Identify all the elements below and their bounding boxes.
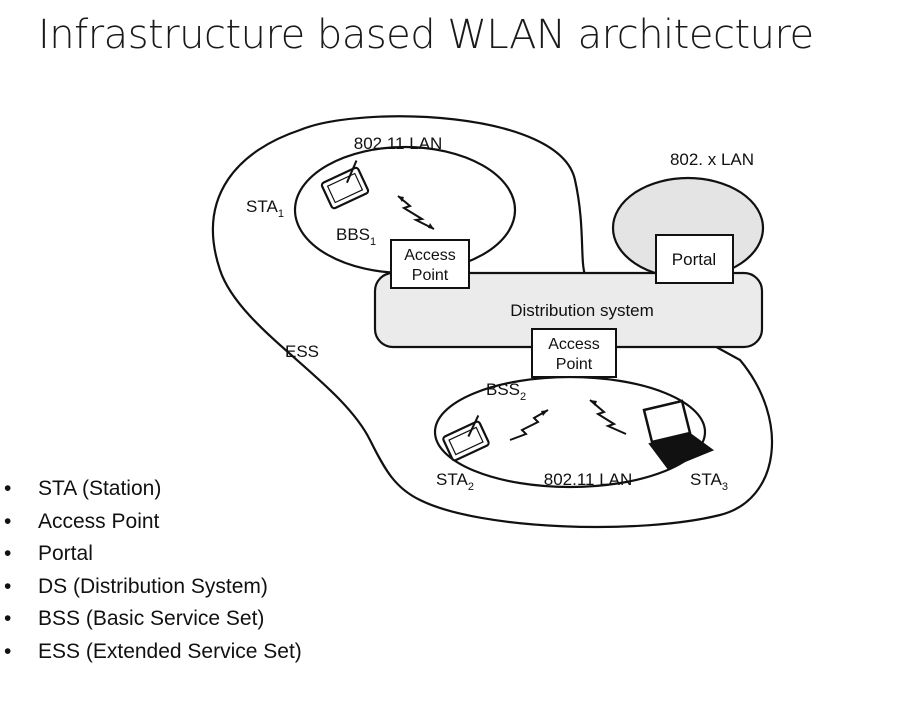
portal-box xyxy=(655,234,734,284)
list-item: ESS (Extended Service Set) xyxy=(0,636,302,669)
list-item: Access Point xyxy=(0,506,302,539)
access-point-1-label-line2: Point xyxy=(412,267,449,284)
portal-label: Portal xyxy=(672,250,716,269)
access-point-2-label-line1: Access xyxy=(548,336,600,353)
lan-top-label: 802.11 LAN xyxy=(354,134,443,153)
sta2-tablet-icon xyxy=(442,414,490,462)
wireless-signal-3-icon xyxy=(589,399,627,435)
ess-boundary xyxy=(211,115,773,529)
list-item: BSS (Basic Service Set) xyxy=(0,603,302,636)
wireless-signal-2-icon xyxy=(509,409,549,441)
access-point-1-label-line1: Access xyxy=(404,247,456,264)
lan-x-label: 802. x LAN xyxy=(670,150,754,169)
bbs1-label: BBS1 xyxy=(336,225,376,248)
lan-bottom-label: 802.11 LAN xyxy=(544,470,633,489)
definitions-list: STA (Station) Access Point Portal DS (Di… xyxy=(0,473,302,668)
list-item: STA (Station) xyxy=(0,473,302,506)
sta1-tablet-icon xyxy=(320,160,370,210)
sta3-laptop-icon xyxy=(642,399,715,470)
list-item: Portal xyxy=(0,538,302,571)
wireless-signal-1-icon xyxy=(397,195,435,230)
bss2-label: BSS2 xyxy=(486,380,526,403)
slide-title: Infrastructure based WLAN architecture xyxy=(38,12,814,58)
distribution-system-label: Distribution system xyxy=(510,301,654,320)
access-point-2-box xyxy=(531,328,617,378)
access-point-1-box xyxy=(390,239,470,289)
sta2-label: STA2 xyxy=(436,470,474,493)
access-point-2-label-line2: Point xyxy=(556,356,593,373)
ess-label: ESS xyxy=(285,342,319,361)
sta1-label: STA1 xyxy=(246,197,284,220)
sta3-label: STA3 xyxy=(690,470,728,493)
list-item: DS (Distribution System) xyxy=(0,571,302,604)
